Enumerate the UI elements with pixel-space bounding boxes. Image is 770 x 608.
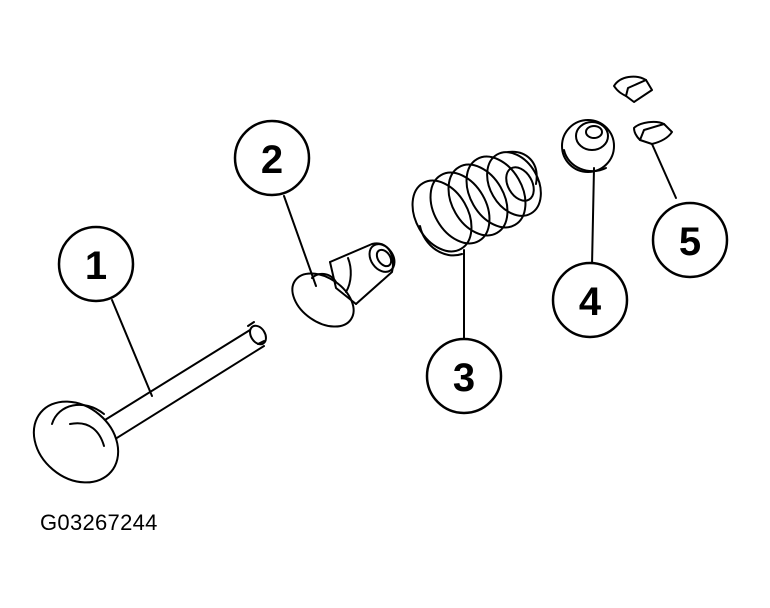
callout-5: 5 xyxy=(651,201,729,279)
callout-4: 4 xyxy=(551,261,629,339)
spring-retainer-part xyxy=(561,119,615,173)
leader-line-4 xyxy=(591,167,595,267)
figure-id-label: G03267244 xyxy=(40,510,158,535)
callout-2: 2 xyxy=(233,119,311,197)
leader-line-5 xyxy=(651,143,677,199)
callout-label-3: 3 xyxy=(453,356,475,400)
valve-part xyxy=(32,321,267,484)
callout-1: 1 xyxy=(57,225,135,303)
valve-spring-part xyxy=(411,150,542,257)
callout-label-2: 2 xyxy=(261,138,283,182)
leader-line-1 xyxy=(111,299,153,397)
leader-lines xyxy=(111,143,677,397)
leader-line-2 xyxy=(283,195,317,287)
callout-label-1: 1 xyxy=(85,244,107,288)
stem-seal-part xyxy=(291,242,396,328)
callout-3: 3 xyxy=(425,337,503,415)
callout-label-5: 5 xyxy=(679,220,701,264)
valve-keepers-part xyxy=(613,75,673,145)
callout-label-4: 4 xyxy=(579,280,602,324)
